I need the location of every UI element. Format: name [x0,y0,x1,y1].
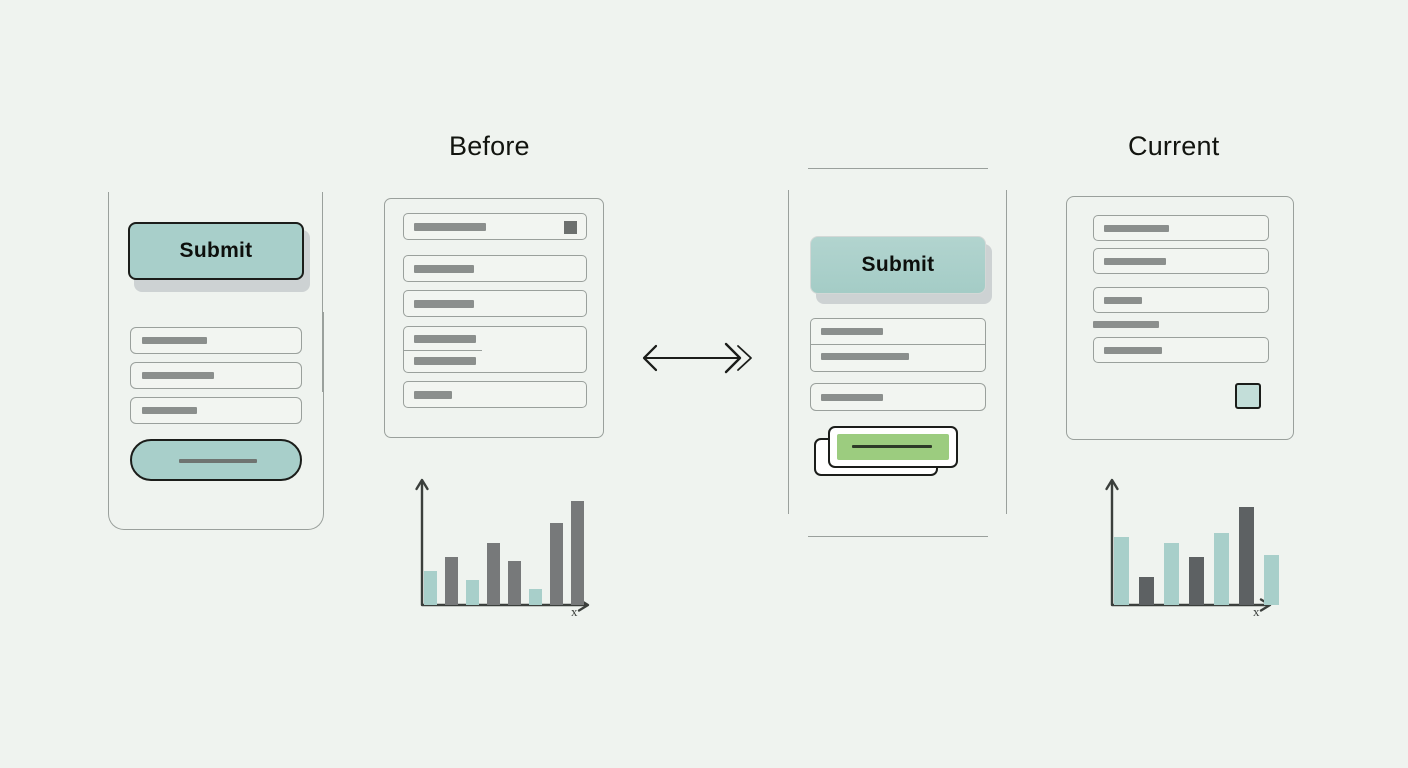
page-title-before: Before [449,131,530,161]
placeholder-bar [1104,225,1169,232]
placeholder-bar [142,407,197,414]
placeholder-bar [821,328,883,335]
bar [424,571,437,605]
row-divider [811,344,985,345]
placeholder-bar [414,335,476,343]
panel-rule-bottom [808,536,988,537]
x-axis-label: x [571,604,578,619]
chart-bars [1114,483,1279,605]
panel-body [108,312,324,530]
table-row[interactable] [1093,287,1269,313]
bar [1264,555,1279,605]
bar [571,501,584,605]
submit-button[interactable]: Submit [810,236,986,294]
card-label-bar [852,445,932,449]
submit-button[interactable]: Submit [128,222,304,280]
row-divider [404,350,482,351]
grouped-input-rows[interactable] [810,318,986,372]
table-row[interactable] [1093,248,1269,274]
table-row[interactable] [403,290,587,317]
loose-label-bar [1093,321,1159,328]
panel-edge-right [1006,190,1007,514]
placeholder-bar [821,394,883,401]
placeholder-bar [821,353,909,360]
teal-swatch[interactable] [1235,383,1261,409]
bar [1139,577,1154,605]
panel-edge-left [108,192,109,392]
bar [529,589,542,605]
before-form-card [384,198,604,438]
bar [508,561,521,605]
placeholder-bar [414,391,452,399]
chart-bars [424,483,584,605]
stacked-cards[interactable] [814,426,958,478]
current-bar-chart: x [1098,474,1288,624]
bar [445,557,458,605]
x-axis-label: x [1253,604,1260,619]
placeholder-bar [1104,258,1166,265]
card-front[interactable] [828,426,958,468]
page-title-current: Current [1128,131,1220,161]
bar [487,543,500,605]
bar [1114,537,1129,605]
current-form-card [1066,196,1294,440]
panel-edge-right [322,192,323,392]
placeholder-bar [1104,347,1162,354]
current-device-panel: Submit [788,168,1008,540]
placeholder-bar [142,372,214,379]
before-bar-chart: x [408,474,598,624]
placeholder-bar [414,300,474,308]
table-row-double[interactable] [403,326,587,373]
input-field-2[interactable] [130,362,302,389]
bar [466,580,479,605]
input-field-1[interactable] [130,327,302,354]
table-row[interactable] [403,255,587,282]
table-row[interactable] [1093,215,1269,241]
input-field-single[interactable] [810,383,986,411]
bar [1164,543,1179,605]
square-icon [564,221,577,234]
placeholder-bar [142,337,207,344]
panel-rule-top [808,168,988,169]
table-row[interactable] [403,213,587,240]
panel-edge-left [788,190,789,514]
placeholder-bar [1104,297,1142,304]
input-field-3[interactable] [130,397,302,424]
placeholder-bar [414,357,476,365]
table-row[interactable] [1093,337,1269,363]
bidirectional-transform-arrow [634,337,754,379]
bar [1214,533,1229,605]
placeholder-bar [414,265,474,273]
table-row[interactable] [403,381,587,408]
highlight-fill [837,434,949,460]
pill-label-bar [179,459,257,463]
bar [1189,557,1204,605]
bar [1239,507,1254,605]
placeholder-bar [414,223,486,231]
left-device-panel: Submit [108,192,324,530]
bar [550,523,563,605]
pill-action-button[interactable] [130,439,302,481]
